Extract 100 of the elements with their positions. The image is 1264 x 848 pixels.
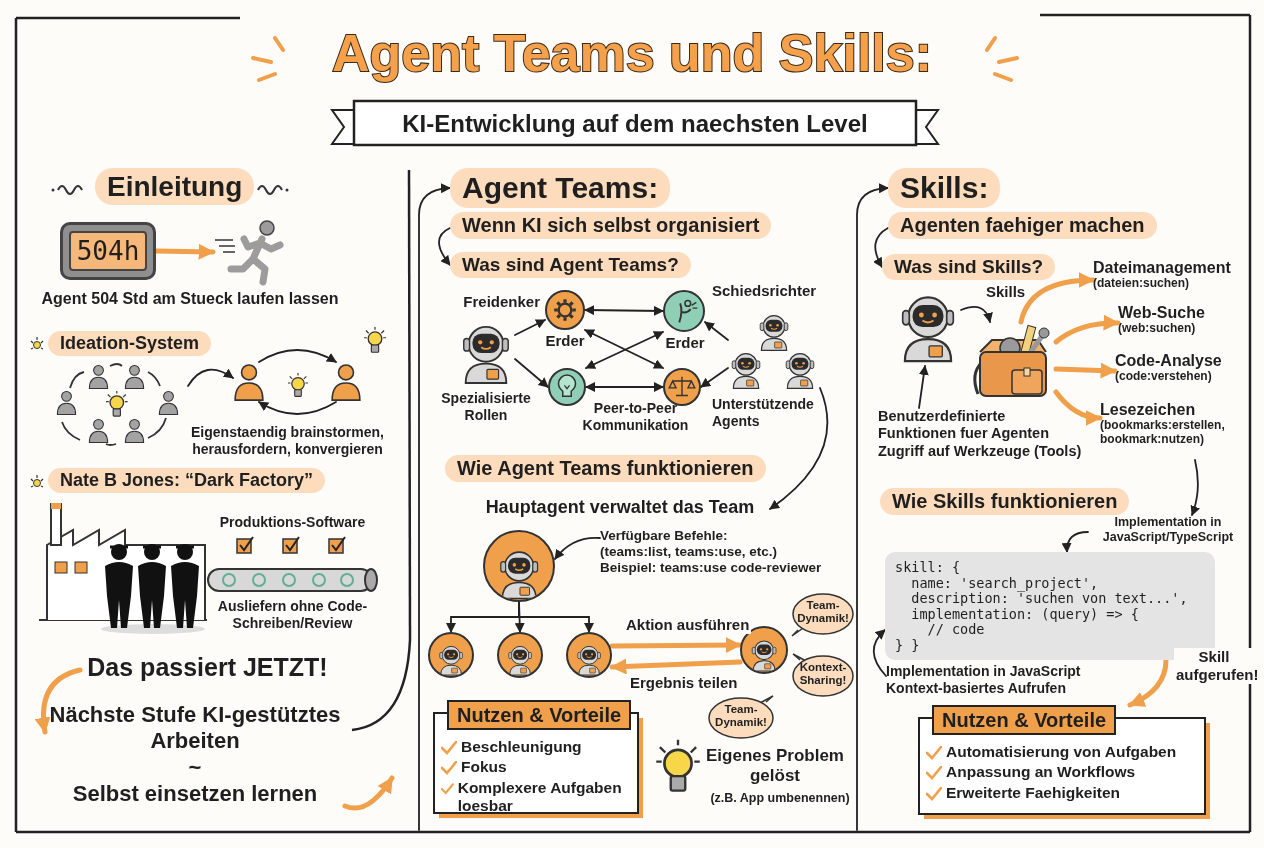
annotation-text: Implementation in JavaScript <box>886 663 1082 680</box>
skill-command: (web:suchen) <box>1118 322 1197 336</box>
list-item: Anpassung an Workflows <box>946 763 1136 782</box>
agent-avatar <box>497 632 543 678</box>
list-item: Komplexere Aufgaben loesbar <box>457 778 623 816</box>
thick-arrow <box>342 775 395 811</box>
question-heading: Was sind Skills? <box>882 254 1056 280</box>
arrow <box>554 536 601 560</box>
thick-arrow <box>609 637 743 654</box>
thick-arrow <box>1018 272 1096 325</box>
clock-display: 504h <box>69 231 147 271</box>
section-heading: Agent Teams: <box>450 168 671 208</box>
topic-heading: Nate B Jones: “Dark Factory” <box>48 468 326 493</box>
main-title: Agent Teams und Skills: <box>332 23 932 84</box>
thick-arrow <box>35 667 83 735</box>
card-heading: Nutzen & Vorteile <box>932 705 1117 735</box>
skill-command: (bookmarks:erstellen, bookmark:nutzen) <box>1100 419 1226 447</box>
section-heading: Wie Agent Teams funktionieren <box>445 455 766 482</box>
digital-clock <box>60 222 156 280</box>
arrow <box>514 319 546 336</box>
statement-text: Nächste Stufe KI-gestütztes Arbeiten <box>48 702 342 755</box>
thick-arrow <box>609 658 743 675</box>
command-text: (teams:list, teams:use, etc.) <box>600 544 778 561</box>
code-line: // code <box>927 622 985 638</box>
caption-text: Eigenes Problem gelöst <box>705 746 845 787</box>
benefits-card <box>918 705 1212 821</box>
skill-name: Code-Analyse <box>1115 351 1223 371</box>
skill-command: (dateien:suchen) <box>1093 277 1190 291</box>
speech-bubble: Team-Dynamik! <box>706 694 776 742</box>
node-caption: Erder <box>664 334 706 352</box>
card-heading: Nutzen & Vorteile <box>447 700 632 730</box>
caption-text: Ausliefern ohne Code-Schreiben/Review <box>216 598 369 632</box>
code-line: description: 'suchen von text...', <box>910 591 1189 607</box>
person-icon <box>330 362 362 402</box>
command-text: Verfügbare Befehle: <box>600 528 728 545</box>
node-caption: Erder <box>544 332 586 350</box>
speech-bubble: Kontext-Sharing! <box>790 652 856 700</box>
question-heading: Was sind Agent Teams? <box>450 252 691 278</box>
topic-heading: Ideation-System <box>48 331 212 356</box>
arrow <box>960 306 993 323</box>
arrow <box>873 227 889 268</box>
skill-name: Web-Suche <box>1118 303 1206 323</box>
arrow <box>700 367 729 388</box>
skill-command: (code:verstehen) <box>1115 370 1213 384</box>
caption-text: Eigenstaendig brainstormen, herausfordern, konvergieren <box>190 424 385 458</box>
code-line: } } <box>895 637 921 653</box>
arrow <box>872 629 887 677</box>
node-caption: Unterstützende Agents <box>712 396 815 430</box>
statement-text: ~ <box>187 754 203 782</box>
arrow <box>918 365 929 409</box>
annotation-text: Kontext-basiertes Aufrufen <box>886 679 1067 697</box>
benefits-card <box>433 700 645 820</box>
arrow <box>769 387 829 510</box>
caption-text: Agent 504 Std am Stueck laufen lassen <box>40 290 340 309</box>
description-text: Benutzerdefinierte Funktionen fuer Agenten <box>878 408 1051 443</box>
annotation-text: Implementation in JavaScript/TypeScript <box>1088 515 1248 549</box>
list-item: Fokus <box>461 758 507 777</box>
gear-role-icon <box>545 290 585 330</box>
skill-name: Lesezeichen <box>1100 400 1197 420</box>
statement-text: Selbst einsetzen lernen <box>71 781 319 808</box>
arrow <box>856 183 889 831</box>
thick-arrow <box>1053 362 1118 379</box>
list-item: Erweiterte Faehigkeiten <box>946 783 1120 802</box>
thick-arrow <box>1053 389 1103 426</box>
agent-avatar <box>566 632 612 678</box>
arrow <box>585 382 664 392</box>
section-heading: Einleitung <box>95 168 255 205</box>
skill-name: Dateimanagement <box>1093 258 1232 278</box>
thick-arrow <box>1127 657 1169 708</box>
code-line: implementation: (query) => { <box>910 606 1140 622</box>
list-item: Beschleunigung <box>461 738 582 757</box>
section-heading: Wie Skills funktionieren <box>880 488 1130 515</box>
node-caption: Spezialisierte Rollen <box>440 390 532 424</box>
arrow <box>418 183 451 831</box>
edge-label: Ergebnis teilen <box>628 674 740 692</box>
description-text: Zugriff auf Werkzeuge (Tools) <box>878 442 1082 461</box>
arrow <box>1062 531 1089 553</box>
arrow <box>438 227 451 266</box>
speech-bubble: Team-Dynamik! <box>790 590 856 638</box>
arrow <box>704 321 729 341</box>
arrow <box>258 401 337 415</box>
agent-avatar <box>428 632 474 678</box>
section-subheading: Wenn KI sich selbst organisiert <box>450 212 772 239</box>
referee-role-icon <box>663 290 705 332</box>
caption-text: Hauptagent verwaltet das Team <box>470 497 770 521</box>
idea-role-icon <box>548 368 586 406</box>
code-line: skill: { <box>895 560 962 576</box>
arrow <box>1190 459 1200 516</box>
thick-arrow <box>153 243 216 260</box>
caption-text: (z.B. App umbenennen) <box>709 791 851 806</box>
section-heading: Skills: <box>888 168 1001 208</box>
command-text: Beispiel: teams:use code-reviewer <box>600 560 822 577</box>
caption-text: Peer-to-Peer Kommunikation <box>581 400 690 434</box>
statement-text: Das passiert JETZT! <box>80 652 335 688</box>
arrow <box>187 368 234 387</box>
edge-label: Aktion ausführen <box>624 616 752 634</box>
caption-text: Produktions-Software <box>218 514 367 531</box>
list-item: Automatisierung von Aufgaben <box>946 743 1177 762</box>
arrow <box>258 349 337 363</box>
person-icon <box>233 362 265 402</box>
